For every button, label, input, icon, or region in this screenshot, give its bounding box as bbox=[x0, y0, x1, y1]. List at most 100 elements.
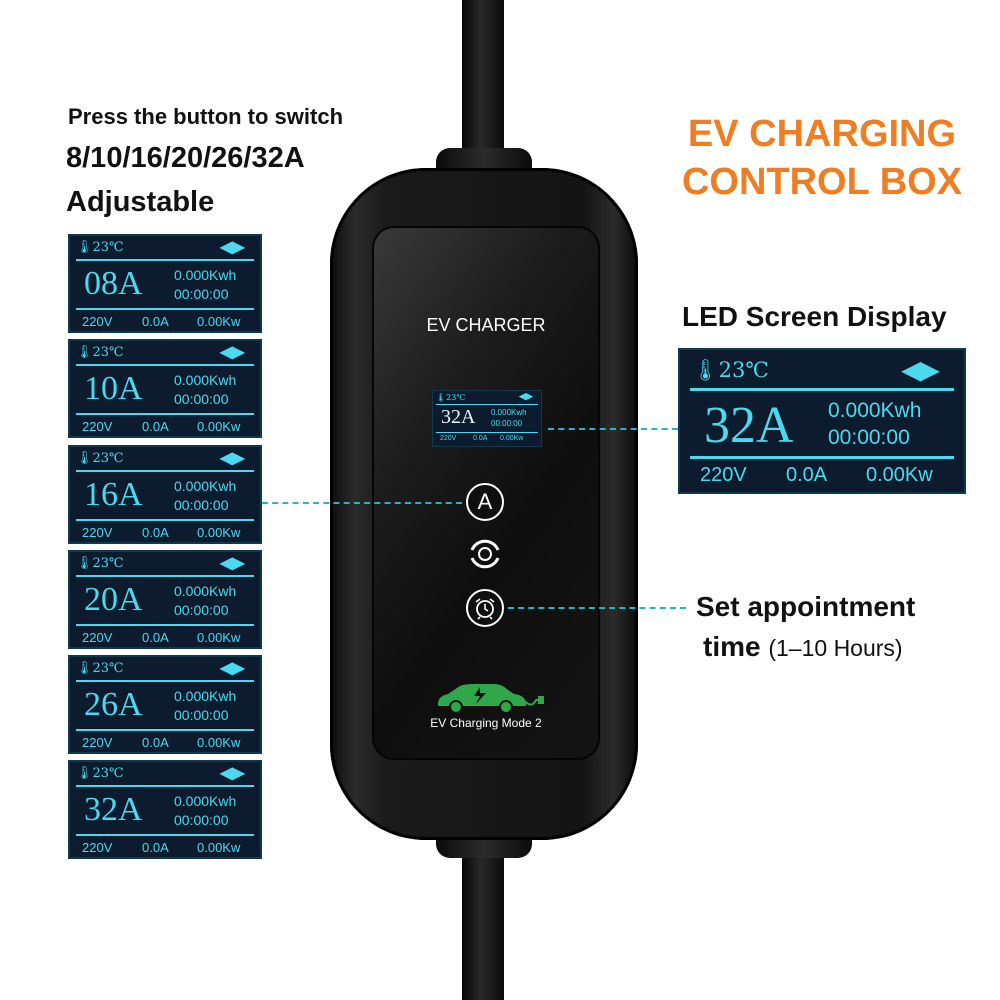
plug-icon: ◀▶ bbox=[519, 391, 533, 401]
time-value: 00:00:00 bbox=[174, 497, 229, 513]
thermometer-icon: 🌡23℃ bbox=[692, 358, 769, 382]
power-value: 0.00Kw bbox=[197, 735, 241, 750]
voltage-value: 220V bbox=[440, 435, 457, 442]
product-title: EV CHARGING CONTROL BOX bbox=[672, 110, 972, 206]
connector-line-screen bbox=[548, 428, 678, 430]
charging-mode-label: EV Charging Mode 2 bbox=[430, 716, 542, 730]
voltage-value: 220V bbox=[82, 419, 113, 434]
amperage-value: 20A bbox=[84, 581, 143, 618]
temperature-value: 23℃ bbox=[446, 393, 466, 402]
energy-value: 0.000Kwh bbox=[174, 583, 237, 599]
connector-line-appointment bbox=[508, 607, 686, 609]
lcd-panel-16a: 🌡23℃ ◀▶ 16A 0.000Kwh 00:00:00 220V 0.0A … bbox=[68, 445, 262, 544]
time-value: 00:00:00 bbox=[491, 419, 523, 428]
temperature-value: 23℃ bbox=[92, 556, 124, 571]
energy-value: 0.000Kwh bbox=[174, 478, 237, 494]
current-value: 0.0A bbox=[142, 735, 169, 750]
lcd-panel-32a: 🌡23℃ ◀▶ 32A 0.000Kwh 00:00:00 220V 0.0A … bbox=[68, 760, 262, 859]
voltage-value: 220V bbox=[82, 840, 113, 855]
voltage-value: 220V bbox=[82, 314, 113, 329]
plug-icon: ◀▶ bbox=[220, 765, 245, 782]
amperage-value: 32A bbox=[704, 397, 794, 454]
power-value: 0.00Kw bbox=[197, 840, 241, 855]
appointment-subheading: time (1–10 Hours) bbox=[703, 631, 903, 663]
energy-value: 0.000Kwh bbox=[491, 408, 527, 417]
power-ring-icon bbox=[470, 539, 500, 569]
amperage-value: 26A bbox=[84, 686, 143, 723]
temperature-value: 23℃ bbox=[92, 240, 124, 255]
energy-value: 0.000Kwh bbox=[174, 267, 237, 283]
cable-bottom bbox=[462, 830, 504, 1000]
amperage-value: 10A bbox=[84, 370, 143, 407]
power-value: 0.00Kw bbox=[197, 630, 241, 645]
switch-instruction: Press the button to switch bbox=[68, 104, 344, 129]
energy-value: 0.000Kwh bbox=[174, 688, 237, 704]
time-value: 00:00:00 bbox=[174, 391, 229, 407]
lcd-panel-10a: 🌡23℃ ◀▶ 10A 0.000Kwh 00:00:00 220V 0.0A … bbox=[68, 339, 262, 438]
lcd-panel-26a: 🌡23℃ ◀▶ 26A 0.000Kwh 00:00:00 220V 0.0A … bbox=[68, 655, 262, 754]
start-button[interactable] bbox=[466, 535, 504, 573]
voltage-value: 220V bbox=[82, 525, 113, 540]
energy-value: 0.000Kwh bbox=[828, 399, 922, 422]
amperage-button[interactable]: A bbox=[466, 483, 504, 521]
product-title-line1: EV CHARGING bbox=[687, 113, 957, 155]
energy-value: 0.000Kwh bbox=[174, 372, 237, 388]
current-value: 0.0A bbox=[142, 314, 169, 329]
plug-icon: ◀▶ bbox=[220, 344, 245, 361]
appointment-hours: (1–10 Hours) bbox=[768, 635, 903, 661]
plug-icon: ◀▶ bbox=[220, 660, 245, 677]
thermometer-icon: 🌡23℃ bbox=[76, 661, 124, 676]
temperature-value: 23℃ bbox=[718, 358, 769, 382]
current-value: 0.0A bbox=[142, 630, 169, 645]
plug-icon: ◀▶ bbox=[220, 555, 245, 572]
power-value: 0.00Kw bbox=[500, 435, 524, 442]
lcd-panel-20a: 🌡23℃ ◀▶ 20A 0.000Kwh 00:00:00 220V 0.0A … bbox=[68, 550, 262, 649]
time-value: 00:00:00 bbox=[174, 707, 229, 723]
thermometer-icon: 🌡23℃ bbox=[76, 451, 124, 466]
time-value: 00:00:00 bbox=[828, 426, 910, 449]
device-title: EV CHARGER bbox=[426, 315, 546, 335]
voltage-value: 220V bbox=[82, 735, 113, 750]
current-value: 0.0A bbox=[786, 464, 828, 486]
time-value: 00:00:00 bbox=[174, 812, 229, 828]
adjustable-label: Adjustable bbox=[66, 186, 215, 218]
thermometer-icon: 🌡23℃ bbox=[76, 240, 124, 255]
temperature-value: 23℃ bbox=[92, 661, 124, 676]
amperage-value: 32A bbox=[84, 791, 143, 828]
time-value: 00:00:00 bbox=[174, 286, 229, 302]
appointment-button[interactable] bbox=[466, 589, 504, 627]
temperature-value: 23℃ bbox=[92, 345, 124, 360]
amperage-options: 8/10/16/20/26/32A bbox=[66, 142, 305, 174]
temperature-value: 23℃ bbox=[92, 451, 124, 466]
thermometer-icon: 🌡23℃ bbox=[76, 345, 124, 360]
voltage-value: 220V bbox=[700, 464, 747, 486]
connector-line-button bbox=[262, 502, 462, 504]
led-display-heading: LED Screen Display bbox=[682, 301, 947, 332]
device-lcd-screen: 🌡23℃ ◀▶ 32A 0.000Kwh 00:00:00 220V 0.0A … bbox=[432, 390, 542, 447]
temperature-value: 23℃ bbox=[92, 766, 124, 781]
cable-top bbox=[462, 0, 504, 170]
power-value: 0.00Kw bbox=[866, 464, 933, 486]
appointment-time-label: time bbox=[703, 631, 761, 662]
amperage-value: 16A bbox=[84, 476, 143, 513]
thermometer-icon: 🌡23℃ bbox=[76, 556, 124, 571]
amperage-value: 08A bbox=[84, 265, 143, 302]
plug-icon: ◀▶ bbox=[902, 357, 939, 384]
plug-icon: ◀▶ bbox=[220, 450, 245, 467]
current-value: 0.0A bbox=[142, 419, 169, 434]
energy-value: 0.000Kwh bbox=[174, 793, 237, 809]
current-value: 0.0A bbox=[142, 840, 169, 855]
plug-icon: ◀▶ bbox=[220, 239, 245, 256]
power-value: 0.00Kw bbox=[197, 525, 241, 540]
thermometer-icon: 🌡23℃ bbox=[436, 393, 466, 402]
lcd-panel-08a: 🌡23℃ ◀▶ 08A 0.000Kwh 00:00:00 220V 0.0A … bbox=[68, 234, 262, 333]
time-value: 00:00:00 bbox=[174, 602, 229, 618]
ev-car-icon bbox=[438, 684, 544, 714]
power-value: 0.00Kw bbox=[197, 419, 241, 434]
lcd-panel-large: 🌡23℃ ◀▶ 32A 0.000Kwh 00:00:00 220V 0.0A … bbox=[678, 348, 966, 494]
voltage-value: 220V bbox=[82, 630, 113, 645]
current-value: 0.0A bbox=[142, 525, 169, 540]
power-value: 0.00Kw bbox=[197, 314, 241, 329]
thermometer-icon: 🌡23℃ bbox=[76, 766, 124, 781]
product-title-line2: CONTROL BOX bbox=[681, 161, 963, 203]
